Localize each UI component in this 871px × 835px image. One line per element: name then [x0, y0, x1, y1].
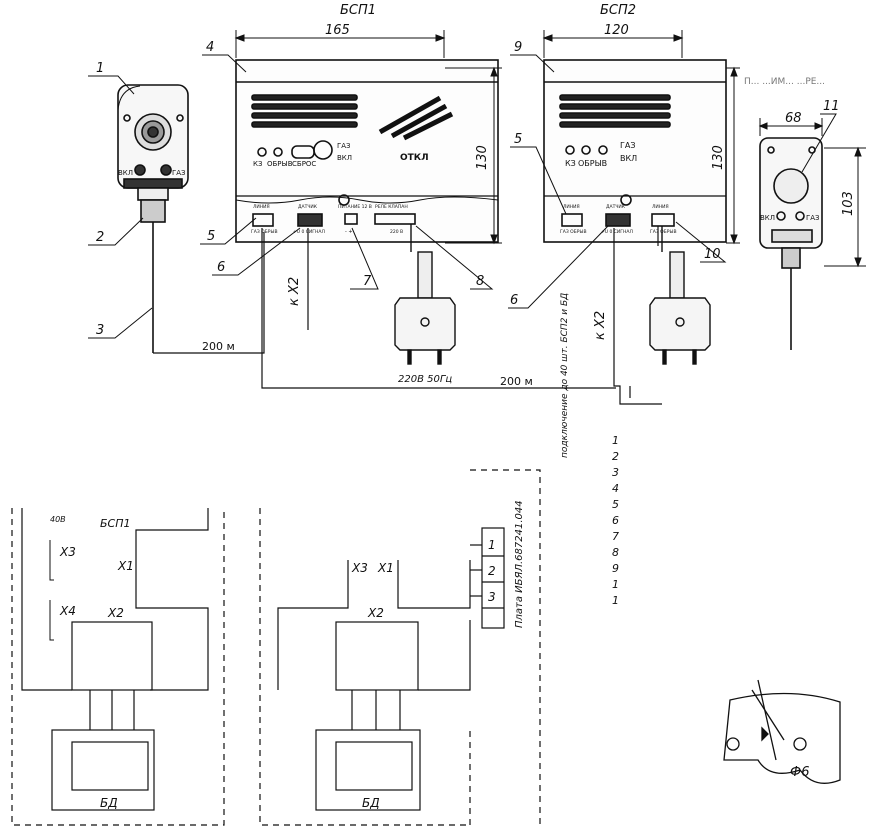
bsp2-vkl-label: ВКЛ [620, 154, 637, 163]
callout-1: 1 [96, 61, 104, 76]
bsp1-title: БСП1 [340, 3, 376, 18]
bsp1-pm-label: - + [345, 229, 353, 235]
bsp1-obryv-label: ОБРЫВ [267, 160, 293, 168]
cable-200m-2: 200 м [500, 375, 533, 388]
bsp2-width-dim: 120 [604, 23, 629, 38]
cable-200m-1: 200 м [202, 340, 235, 353]
bsp2-dimensions [542, 30, 740, 245]
bsp2-kz-label: КЗ [565, 159, 576, 168]
bsp1-device [235, 59, 499, 243]
vertical-connection-note: подключение до 40 шт. БСП2 и БД [560, 293, 570, 458]
bsp1-sbros-label: СБРОС [292, 160, 316, 168]
legend-number-8: 8 [612, 546, 619, 559]
bsp1-otkl-label: ОТКЛ [400, 153, 429, 163]
wiring-left-x4: Х4 [59, 604, 76, 618]
callout-2: 2 [96, 230, 104, 245]
wiring-left-x1: Х1 [117, 559, 134, 573]
callout-10: 10 [704, 247, 721, 262]
bsp1-signal-label: +U 0 СИГНАЛ [293, 229, 325, 235]
wiring-right-frame [259, 469, 541, 826]
bsp2-device [543, 59, 727, 243]
callout-3: 3 [96, 323, 104, 338]
callout-11: 11 [823, 99, 840, 114]
wiring-right-x1: Х1 [377, 561, 394, 575]
bsp1-pitanie-label: ПИТАНИЕ 12 В [338, 204, 372, 210]
mounting-detail [723, 679, 841, 784]
bsp2-liniya-label: ЛИНИЯ [563, 204, 580, 210]
wiring-left-bd: БД [100, 796, 118, 810]
wiring-left-x2: Х2 [107, 606, 124, 620]
legend-number-4: 4 [612, 482, 619, 495]
bsp2-liniya2-label: ЛИНИЯ [652, 204, 669, 210]
callout-5b: 5 [514, 132, 522, 147]
bsp2-height-dim: 130 [711, 145, 726, 170]
legend-number-7: 7 [612, 530, 619, 543]
to-x2-right: к Х2 [593, 311, 608, 340]
to-x2-left: к Х2 [287, 277, 302, 306]
partial-text-top-right: П... ...ИМ... ...РЕ... [744, 77, 825, 87]
sensor-height-dim: 103 [841, 191, 856, 216]
wiring-left-bsp1: БСП1 [100, 517, 131, 530]
legend-number-11: 1 [612, 594, 619, 607]
wiring-right-x2: Х2 [367, 606, 384, 620]
callout-6: 6 [217, 260, 225, 275]
wiring-right-bd: БД [362, 796, 380, 810]
power-label-1: 220В 50Гц [398, 374, 452, 385]
sensor-width-dim: 68 [785, 111, 802, 126]
legend-number-9: 9 [612, 562, 619, 575]
bsp2-gaz-label: ГАЗ [620, 141, 635, 150]
power-plug-1 [394, 224, 456, 365]
power-plug-2 [649, 226, 711, 365]
connection-wires [153, 226, 662, 405]
bsp2-gaz-obryv-label: ГАЗ ОБРЫВ [560, 229, 587, 235]
legend-number-3: 3 [612, 466, 619, 479]
callout-leaders [88, 54, 837, 339]
sensor-left-vkl-label: ВКЛ [118, 169, 133, 177]
bsp2-datchik-label: ДАТЧИК [606, 204, 626, 210]
sensor-right-gaz-label: ГАЗ [806, 214, 820, 222]
sensor-right-dimensions [758, 118, 866, 268]
wiring-left-frame [11, 508, 225, 826]
bsp1-rele-label: РЕЛЕ КЛАПАН [375, 204, 408, 210]
callout-4: 4 [206, 40, 214, 55]
bsp2-title: БСП2 [600, 3, 636, 18]
callout-7: 7 [363, 274, 372, 289]
sensor-right-vkl-label: ВКЛ [760, 214, 775, 222]
legend-number-5: 5 [612, 498, 619, 511]
plate-label: Плата ИБЯЛ.687241.044 [514, 500, 525, 628]
legend-number-10: 1 [612, 578, 619, 591]
wiring-left-x3: Х3 [59, 545, 76, 559]
sensor-unit-right [759, 137, 823, 350]
bsp1-datchik-label: ДАТЧИК [298, 204, 318, 210]
detail-diameter-label: Ф6 [790, 765, 809, 780]
plate-pin-2: 2 [488, 564, 496, 578]
callout-9: 9 [514, 40, 522, 55]
bsp1-width-dim: 165 [325, 23, 350, 38]
legend-number-2: 2 [612, 450, 619, 463]
bsp1-vkl-label: ВКЛ [337, 154, 352, 162]
legend-number-1: 1 [612, 434, 619, 447]
legend-numbers: 1 2 3 4 5 6 7 8 9 1 1 [612, 434, 619, 607]
bsp2-obryv-label: ОБРЫВ [578, 159, 607, 168]
bsp2-gaz-obryv2-label: ГАЗ ОБРЫВ [650, 229, 677, 235]
bsp1-height-dim: 130 [475, 145, 490, 170]
legend-number-6: 6 [612, 514, 619, 527]
bsp1-liniya-label: ЛИНИЯ [253, 204, 270, 210]
callout-5: 5 [207, 229, 215, 244]
callout-6b: 6 [510, 293, 518, 308]
sensor-unit-left [117, 84, 189, 353]
wiring-left-40v: 40В [50, 515, 66, 524]
bsp1-dimensions [234, 30, 502, 245]
sensor-left-gaz-label: ГАЗ [172, 169, 186, 177]
bsp1-220v-label: 220 В [390, 229, 403, 235]
bsp1-gaz-label: ГАЗ [337, 142, 351, 150]
plate-pin-3: 3 [488, 590, 496, 604]
callout-8: 8 [476, 274, 484, 289]
plate-pin-1: 1 [488, 538, 496, 552]
bsp2-signal-label: +U 0 СИГНАЛ [601, 229, 633, 235]
bsp1-kz-label: КЗ [253, 160, 263, 168]
wiring-right-x3: Х3 [351, 561, 368, 575]
